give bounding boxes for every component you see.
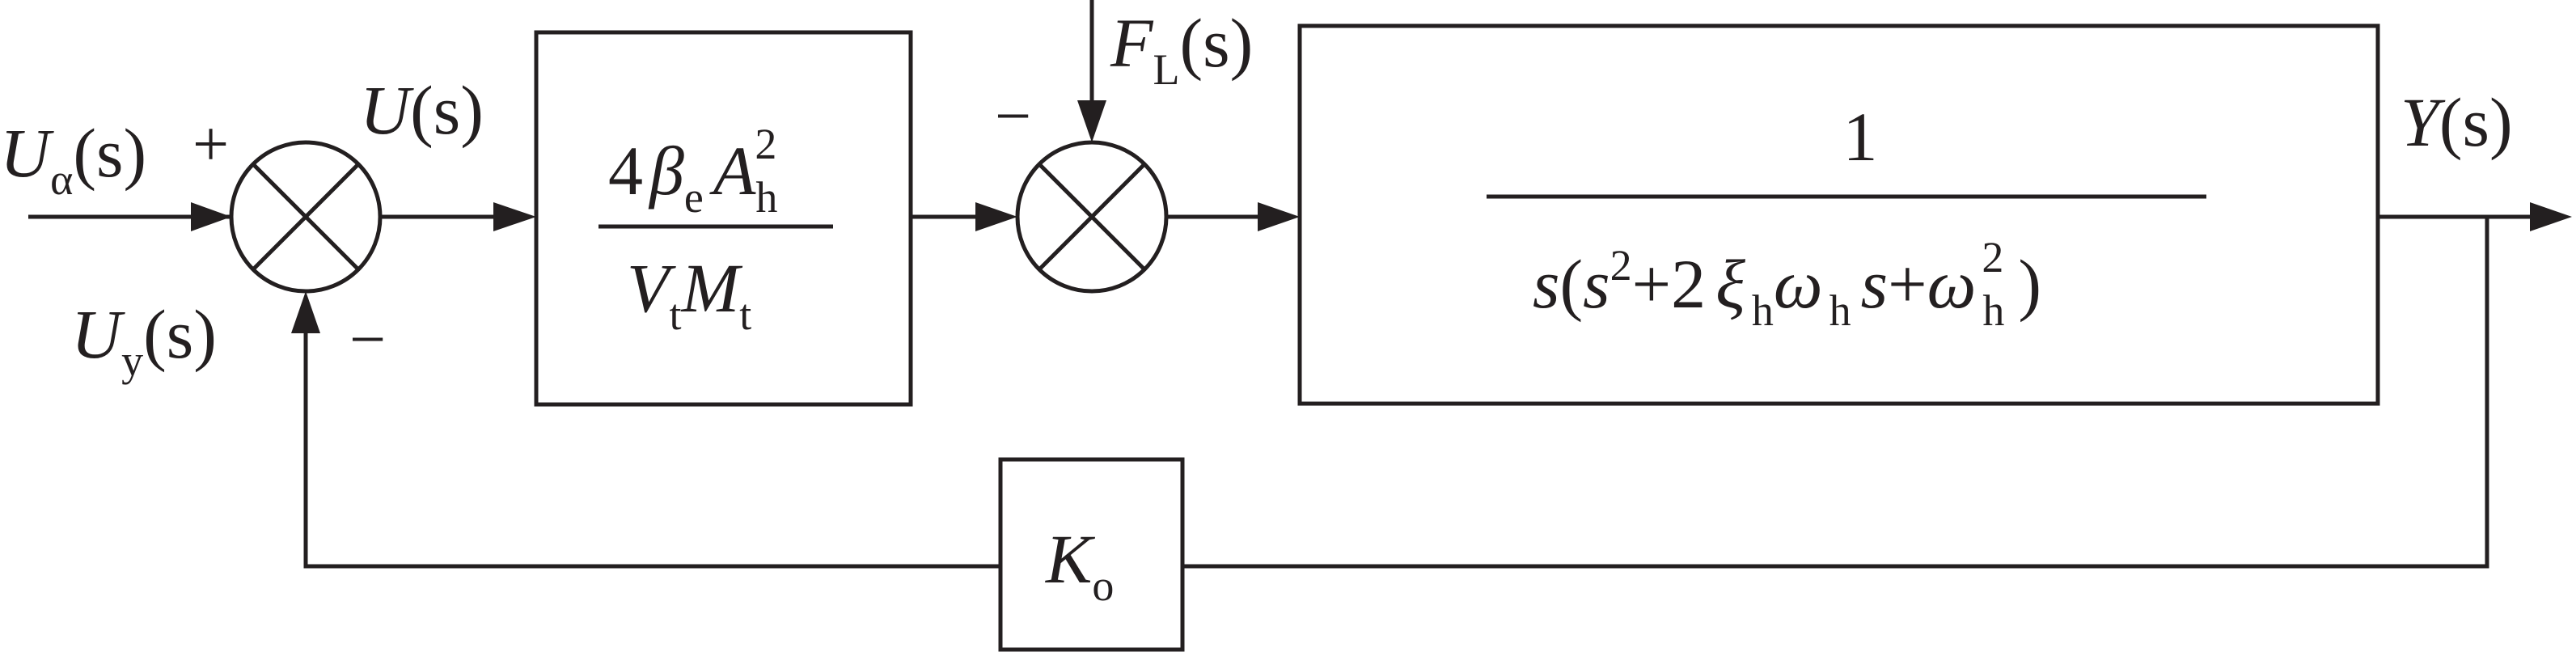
arrowhead (1258, 202, 1300, 231)
arrowhead (2530, 202, 2572, 231)
plus-sign: + (192, 109, 229, 180)
load-force-label: FL(s) (1110, 4, 1253, 94)
minus-sign: − (995, 81, 1031, 152)
svg-text:Uα(s): Uα(s) (0, 114, 146, 204)
u-signal-label: U(s) (360, 71, 484, 149)
arrowhead (975, 202, 1017, 231)
feedback-gain-block (998, 457, 1185, 652)
arrowhead (1077, 100, 1106, 142)
arrowhead (191, 202, 231, 231)
output-label: Y(s) (2400, 83, 2513, 161)
hydraulic-gain-denominator: VtMt (627, 249, 751, 339)
feedback-u-y-label: Uy(s) (71, 295, 217, 385)
arrowhead (291, 291, 320, 333)
plant-block (1297, 23, 2380, 406)
feedback-wire-left (303, 333, 1000, 569)
plant-numerator: 1 (1843, 98, 1878, 176)
summing-junction-1 (229, 140, 383, 294)
summing-junction-2 (1015, 140, 1169, 294)
hydraulic-gain-block (534, 30, 913, 407)
feedback-wire-right (1182, 217, 2489, 569)
feedback-gain-label: Ko (1044, 520, 1114, 610)
arrowhead (493, 202, 536, 231)
input-u-alpha-label: Uα(s) + (0, 109, 229, 204)
minus-sign: − (349, 304, 386, 375)
